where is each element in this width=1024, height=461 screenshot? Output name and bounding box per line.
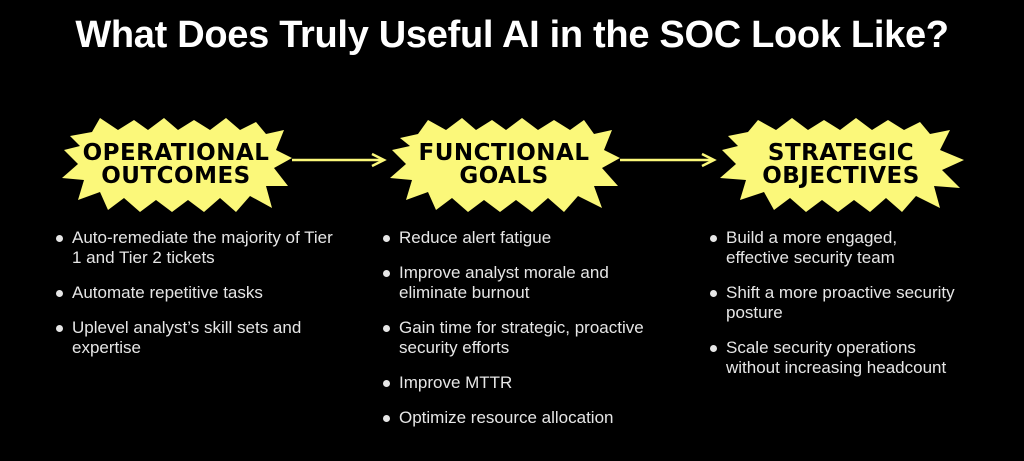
bullet-icon [710, 290, 717, 297]
stage-title-line2: OUTCOMES [101, 163, 251, 189]
bullet-item: Uplevel analyst’s skill sets and experti… [56, 318, 336, 358]
stage-badge-functional-goals: FUNCTIONAL GOALS [388, 116, 620, 214]
bullet-icon [56, 325, 63, 332]
bullet-icon [383, 270, 390, 277]
starburst-shape [720, 118, 964, 212]
bullet-icon [710, 345, 717, 352]
bullet-item: Improve MTTR [383, 373, 658, 393]
bullet-icon [383, 415, 390, 422]
stage-badge-operational-outcomes: OPERATIONAL OUTCOMES [60, 116, 292, 214]
bullet-item: Shift a more proactive security posture [710, 283, 955, 323]
bullet-item: Improve analyst morale and eliminate bur… [383, 263, 658, 303]
bullet-icon [710, 235, 717, 242]
bullet-item: Reduce alert fatigue [383, 228, 658, 248]
bullet-item: Auto-remediate the majority of Tier 1 an… [56, 228, 336, 268]
arrow-right-icon [620, 152, 717, 168]
stage-bullets-operational: Auto-remediate the majority of Tier 1 an… [56, 228, 336, 373]
stage-title-line2: GOALS [459, 163, 549, 189]
bullet-icon [56, 290, 63, 297]
stage-title-line1: OPERATIONAL [82, 140, 270, 166]
starburst-shape [390, 118, 620, 212]
bullet-item: Optimize resource allocation [383, 408, 658, 428]
stage-title-line1: STRATEGIC [767, 140, 915, 166]
stage-title-line2: OBJECTIVES [762, 163, 920, 189]
page-title: What Does Truly Useful AI in the SOC Loo… [75, 14, 949, 56]
stage-title-line1: FUNCTIONAL [418, 140, 590, 166]
bullet-icon [383, 235, 390, 242]
bullet-icon [383, 380, 390, 387]
stage-bullets-functional: Reduce alert fatigue Improve analyst mor… [383, 228, 658, 443]
bullet-item: Scale security operations without increa… [710, 338, 955, 378]
bullet-item: Build a more engaged, effective security… [710, 228, 955, 268]
arrow-right-icon [292, 152, 387, 168]
stage-badge-strategic-objectives: STRATEGIC OBJECTIVES [716, 116, 966, 214]
bullet-icon [383, 325, 390, 332]
starburst-shape [62, 118, 292, 212]
bullet-icon [56, 235, 63, 242]
bullet-item: Automate repetitive tasks [56, 283, 336, 303]
bullet-item: Gain time for strategic, proactive secur… [383, 318, 658, 358]
stage-bullets-strategic: Build a more engaged, effective security… [710, 228, 955, 393]
